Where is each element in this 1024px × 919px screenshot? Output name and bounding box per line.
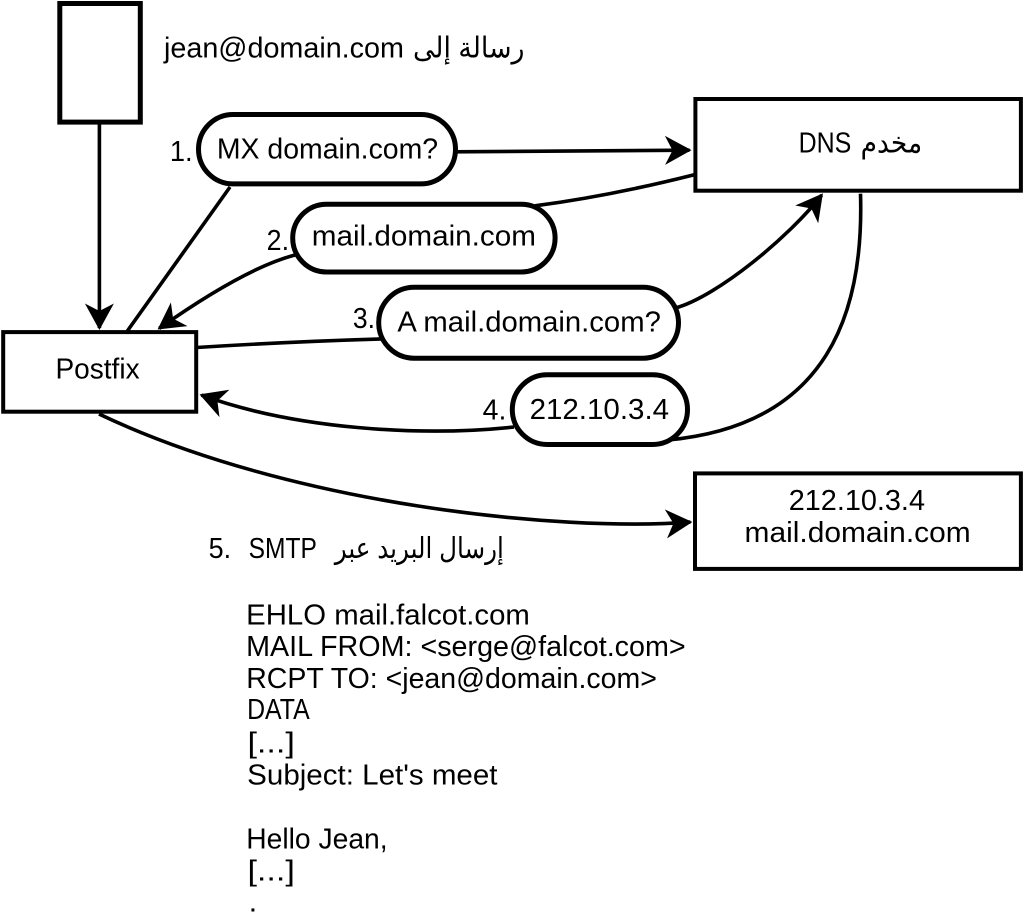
svg-text:.: .	[249, 886, 258, 918]
svg-text:Hello Jean,: Hello Jean,	[246, 823, 387, 855]
svg-text:212.10.3.4: 212.10.3.4	[789, 485, 925, 517]
svg-text:MAIL FROM: <serge@falcot.com>: MAIL FROM: <serge@falcot.com>	[246, 631, 686, 663]
svg-text:[...]: [...]	[247, 854, 294, 887]
svg-text:mail.domain.com: mail.domain.com	[312, 220, 536, 253]
svg-text:SMTP: SMTP	[249, 532, 317, 564]
svg-text:مخدم: مخدم	[861, 126, 922, 159]
svg-text:Postfix: Postfix	[55, 353, 139, 386]
svg-text:MX domain.com?: MX domain.com?	[217, 133, 438, 165]
svg-text:4.: 4.	[483, 394, 507, 426]
svg-text:RCPT TO: <jean@domain.com>: RCPT TO: <jean@domain.com>	[246, 663, 657, 695]
svg-text:A mail.domain.com?: A mail.domain.com?	[397, 307, 660, 339]
svg-text:3.: 3.	[353, 302, 375, 334]
svg-text:5.: 5.	[209, 532, 231, 564]
svg-text:DATA: DATA	[247, 693, 310, 725]
svg-text:mail.domain.com: mail.domain.com	[745, 516, 971, 548]
svg-text:Subject: Let's meet: Subject: Let's meet	[247, 760, 497, 792]
svg-text:DNS: DNS	[799, 127, 852, 159]
svg-text:EHLO mail.falcot.com: EHLO mail.falcot.com	[246, 599, 530, 631]
svg-text:jean@domain.com: jean@domain.com	[163, 32, 404, 64]
svg-text:إرسال البريد عبر: إرسال البريد عبر	[333, 532, 504, 565]
svg-text:1.: 1.	[170, 135, 193, 167]
svg-text:[...]: [...]	[247, 726, 294, 759]
svg-text:212.10.3.4: 212.10.3.4	[530, 394, 669, 426]
svg-text:2.: 2.	[267, 224, 289, 256]
svg-text:رسالة إلى: رسالة إلى	[413, 32, 525, 65]
